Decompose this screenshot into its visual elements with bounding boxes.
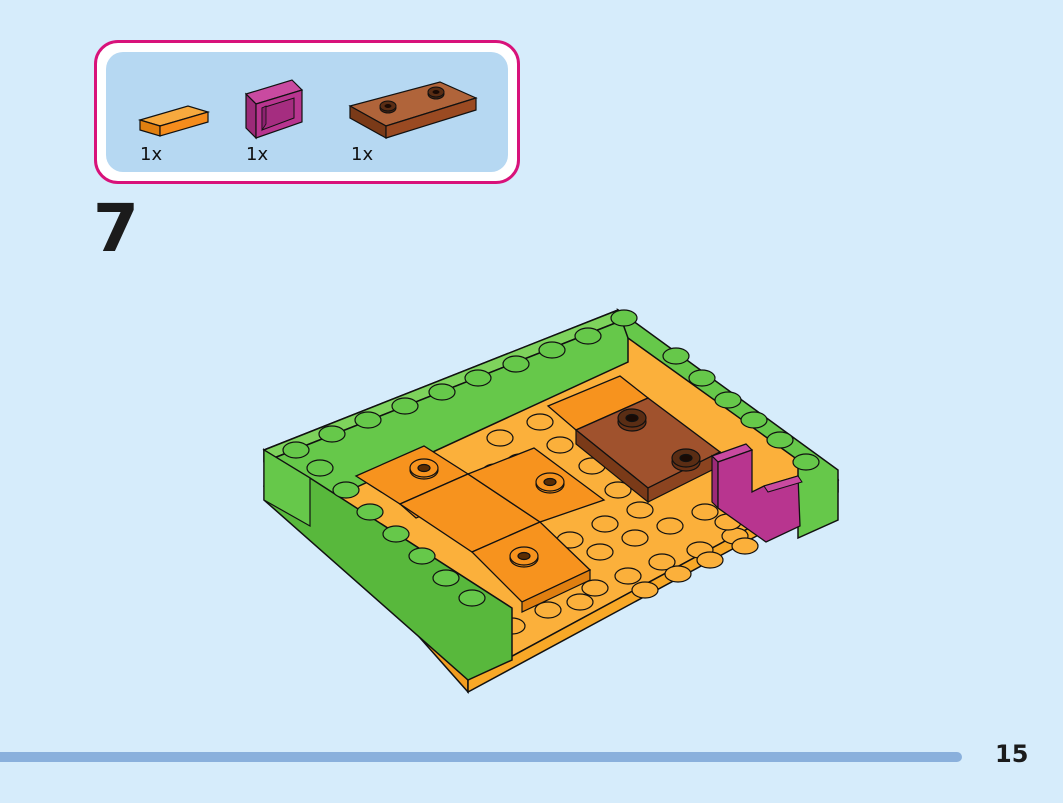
lego-build-step-model (250, 290, 850, 700)
footer-bar (0, 752, 962, 762)
parts-list-panel: 1x 1x (106, 52, 508, 172)
page-number: 15 (995, 740, 1029, 768)
part-quantity: 1x (351, 144, 374, 165)
step-number: 7 (93, 190, 139, 267)
part-quantity: 1x (246, 144, 269, 165)
parts-list-callout: 1x 1x (94, 40, 520, 184)
part-quantity: 1x (140, 144, 163, 165)
